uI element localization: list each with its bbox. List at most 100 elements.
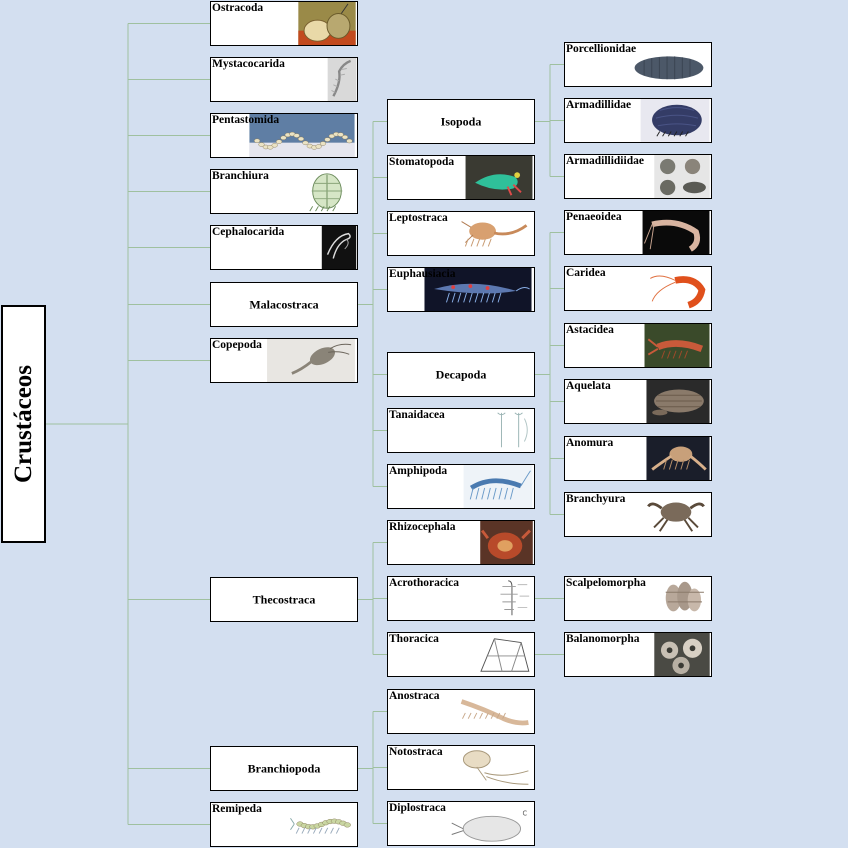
taxon-node-branchyura: Branchyura [564,492,712,537]
taxon-node-aquelata: Aquelata [564,379,712,424]
amphipod-sketch-image [462,465,534,508]
taxon-label: Aquelata [566,380,611,392]
taxon-node-rhizocephala: Rhizocephala [387,520,535,565]
taxon-label: Remipeda [212,803,262,815]
branchiura-louse-image [297,170,357,213]
taxon-label: Armadillidae [566,99,632,111]
pillbug-grid-image [653,155,711,198]
tanaid-sketch-image [489,409,534,452]
pentastomida-worm-image [247,114,357,157]
slipper-lobster-image [645,380,711,423]
crab-image [641,493,711,536]
taxon-node-caridea: Caridea [564,266,712,311]
thoracica-diagram-image [472,633,534,676]
taxon-label: Diplostraca [389,802,446,814]
taxon-node-cephalocarida: Cephalocarida [210,225,358,270]
stomatopoda-shrimp-image [464,156,534,199]
taxon-label: Anomura [566,437,614,449]
taxon-node-isopoda: Isopoda [387,99,535,144]
taxon-label: Armadillidiidae [566,155,644,167]
taxon-label: Tanaidacea [389,409,445,421]
taxon-label: Caridea [566,267,606,279]
taxon-node-notostraca: Notostraca [387,745,535,790]
taxon-node-branchiopoda: Branchiopoda [210,746,358,791]
shrimp-red-image [645,267,711,310]
taxon-node-tanaidacea: Tanaidacea [387,408,535,453]
taxon-node-stomatopoda: Stomatopoda [387,155,535,200]
taxon-label: Cephalocarida [212,226,285,238]
taxon-node-thecostraca: Thecostraca [210,577,358,622]
remipeda-bug-image [287,803,357,846]
taxon-label: Scalpelomorpha [566,577,646,589]
root-node: Crustáceos [1,305,46,543]
taxon-label: Mystacocarida [212,58,285,70]
taxon-node-acrothoracica: Acrothoracica [387,576,535,621]
taxon-label: Isopoda [440,114,482,128]
ostracoda-shell-image [297,2,357,45]
svg-text:C: C [522,809,527,817]
acrothoracica-diagram-image [488,577,534,620]
cephalocarida-shrimp-image [321,226,357,269]
taxon-label: Astacidea [566,324,614,336]
squat-lobster-image [645,437,711,480]
crayfish-image [643,324,711,367]
mystacocarida-worm-image [327,58,357,101]
taxon-node-armadillidae: Armadillidae [564,98,712,143]
notostraca-sketch-image [454,746,534,789]
taxon-label: Branchiopoda [247,761,321,775]
taxon-node-amphipoda: Amphipoda [387,464,535,509]
taxon-node-decapoda: Decapoda [387,352,535,397]
taxon-node-balanomorpha: Balanomorpha [564,632,712,677]
leptostraca-shrimp-image [456,212,534,255]
taxon-node-penaeoidea: Penaeoidea [564,210,712,255]
taxon-label: Thecostraca [252,592,316,606]
taxon-label: Branchiura [212,170,269,182]
rhizocephala-crab-image [479,521,534,564]
taxon-label: Copepoda [212,339,262,351]
pillbug-image [639,99,711,142]
taxon-label: Leptostraca [389,212,448,224]
taxon-node-thoracica: Thoracica [387,632,535,677]
taxon-label: Acrothoracica [389,577,460,589]
taxon-node-euphausiacia: Euphausiacia [387,267,535,312]
taxon-node-remipeda: Remipeda [210,802,358,847]
taxon-node-porcellionidae: Porcellionidae [564,42,712,87]
taxon-label: Pentastomida [212,114,280,126]
taxon-label: Notostraca [389,746,443,758]
taxon-label: Stomatopoda [389,156,455,168]
taxon-node-scalpelomorpha: Scalpelomorpha [564,576,712,621]
taxon-node-armadillidiidae: Armadillidiidae [564,154,712,199]
krill-image [422,268,534,311]
taxon-node-anostraca: Anostraca [387,689,535,734]
taxon-node-pentastomida: Pentastomida [210,113,358,158]
taxon-node-astacidea: Astacidea [564,323,712,368]
taxon-node-malacostraca: Malacostraca [210,282,358,327]
taxon-label: Balanomorpha [566,633,640,645]
taxon-label: Ostracoda [212,2,264,14]
taxon-label: Penaeoidea [566,211,622,223]
diplostraca-sketch-image: C [444,802,534,845]
taxon-label: Branchyura [566,493,626,505]
taxon-label: Decapoda [435,367,487,381]
goose-barnacles-image [651,577,711,620]
taxon-node-leptostraca: Leptostraca [387,211,535,256]
taxon-label: Porcellionidae [566,43,637,55]
taxon-node-mystacocarida: Mystacocarida [210,57,358,102]
taxon-label: Anostraca [389,690,440,702]
anostraca-sketch-image [454,690,534,733]
root-label: Crustáceos [9,364,37,484]
taxon-label: Euphausiacia [389,268,456,280]
acorn-barnacles-image [653,633,711,676]
taxon-label: Malacostraca [249,297,319,311]
taxon-node-ostracoda: Ostracoda [210,1,358,46]
woodlouse-image [625,43,711,86]
taxon-label: Thoracica [389,633,439,645]
taxon-label: Amphipoda [389,465,448,477]
taxon-node-copepoda: Copepoda [210,338,358,383]
taxon-node-anomura: Anomura [564,436,712,481]
taxon-label: Rhizocephala [389,521,456,533]
copepoda-bug-image [265,339,357,382]
